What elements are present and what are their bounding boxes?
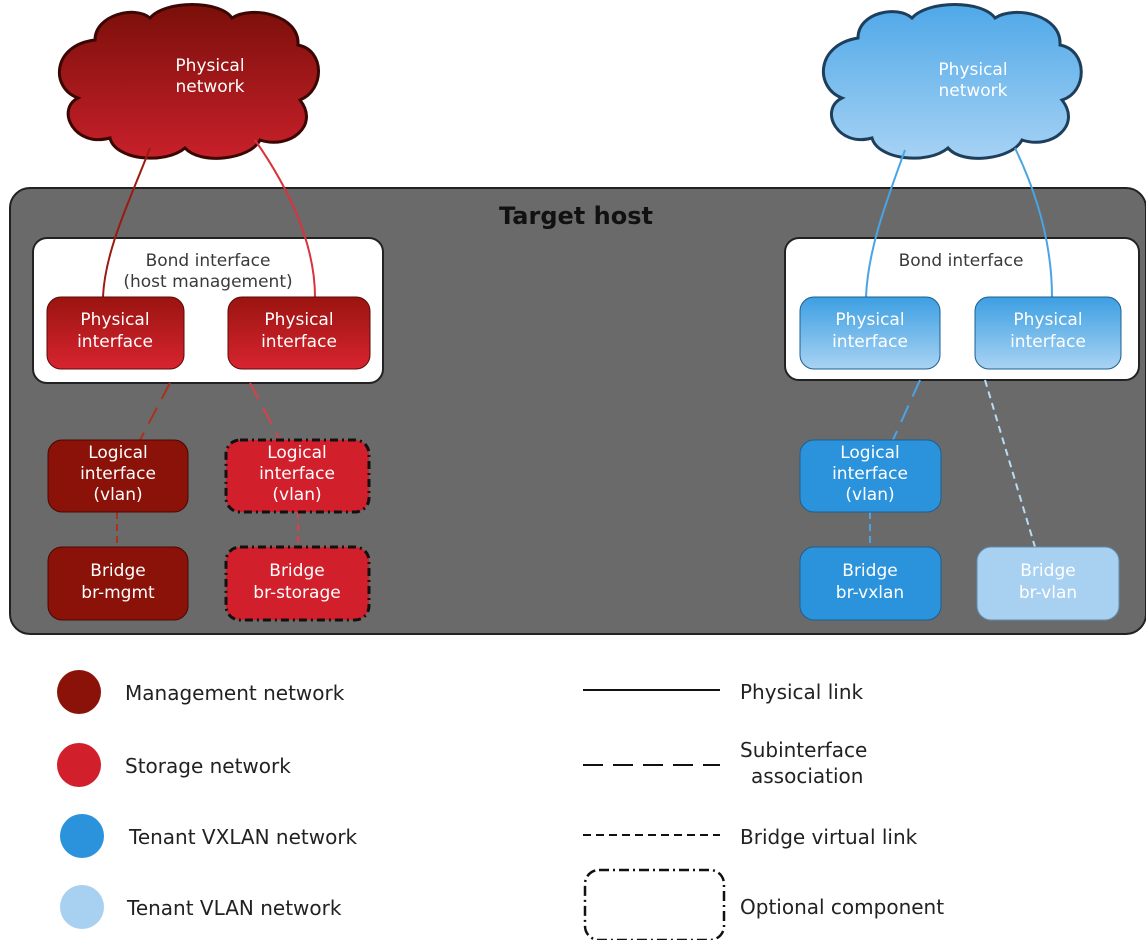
svg-text:br-vlan: br-vlan xyxy=(1019,583,1077,603)
legend-lines: Physical link Subinterface association B… xyxy=(583,680,944,940)
svg-text:interface: interface xyxy=(259,464,335,484)
svg-text:interface: interface xyxy=(261,332,337,352)
svg-text:br-mgmt: br-mgmt xyxy=(81,583,155,603)
svg-text:Bridge: Bridge xyxy=(1020,561,1075,581)
cloud-right-line2: network xyxy=(938,81,1007,101)
svg-text:Bridge: Bridge xyxy=(269,561,324,581)
bridge-br-vxlan: Bridge br-vxlan xyxy=(799,546,942,621)
legend-networks: Management network Storage network Tenan… xyxy=(57,670,358,929)
legend-subinterface-label-1: Subinterface xyxy=(740,738,867,762)
physical-links xyxy=(102,139,1053,298)
bridge-links xyxy=(116,379,1036,548)
svg-text:Bridge: Bridge xyxy=(90,561,145,581)
legend-management-label: Management network xyxy=(125,681,345,705)
svg-text:br-vxlan: br-vxlan xyxy=(836,583,904,603)
svg-text:Logical: Logical xyxy=(88,443,148,463)
bond-left-line1: Bond interface xyxy=(146,251,271,271)
svg-text:interface: interface xyxy=(1010,332,1086,352)
legend-swatch-storage xyxy=(57,743,101,787)
legend-swatch-vxlan xyxy=(60,814,104,858)
svg-text:Bridge: Bridge xyxy=(842,561,897,581)
svg-text:(vlan): (vlan) xyxy=(272,485,321,505)
physical-interface-left-2: Physical interface xyxy=(227,296,371,370)
legend-storage-label: Storage network xyxy=(125,754,291,778)
bridge-br-storage: Bridge br-storage xyxy=(224,545,371,622)
svg-text:interface: interface xyxy=(80,464,156,484)
physical-interface-right-1: Physical interface xyxy=(799,296,941,370)
bridge-br-mgmt: Bridge br-mgmt xyxy=(47,546,189,621)
legend-optional-shape xyxy=(583,868,726,940)
svg-text:Logical: Logical xyxy=(840,443,900,463)
svg-text:Logical: Logical xyxy=(267,443,327,463)
subinterface-links xyxy=(139,379,921,441)
legend-subinterface-label-2: association xyxy=(751,764,863,788)
target-host-title: Target host xyxy=(499,202,653,230)
subinterface-link-storage xyxy=(249,382,281,441)
physical-link-left-2 xyxy=(254,139,316,298)
cloud-left-line2: network xyxy=(175,77,244,97)
legend-physical-label: Physical link xyxy=(740,680,864,704)
legend-swatch-vlan xyxy=(60,885,104,929)
svg-text:Physical: Physical xyxy=(80,310,149,330)
svg-text:Physical: Physical xyxy=(1013,310,1082,330)
subinterface-link-mgmt xyxy=(139,382,171,441)
physical-network-cloud-left: Physical network xyxy=(57,3,320,160)
physical-interface-left-1: Physical interface xyxy=(46,296,185,370)
svg-text:interface: interface xyxy=(832,464,908,484)
legend-swatch-management xyxy=(57,670,101,714)
cloud-left-line1: Physical xyxy=(175,56,244,76)
physical-link-right-1 xyxy=(865,149,906,298)
svg-text:interface: interface xyxy=(832,332,908,352)
svg-text:interface: interface xyxy=(77,332,153,352)
bond-right-line1: Bond interface xyxy=(899,251,1024,271)
legend-optional-label: Optional component xyxy=(740,895,944,919)
svg-text:Physical: Physical xyxy=(264,310,333,330)
legend-vxlan-label: Tenant VXLAN network xyxy=(128,825,358,849)
svg-text:(vlan): (vlan) xyxy=(845,485,894,505)
physical-link-left-1 xyxy=(102,147,151,298)
logical-interface-vxlan: Logical interface (vlan) xyxy=(799,439,942,513)
logical-interface-mgmt: Logical interface (vlan) xyxy=(47,439,189,513)
legend-vlan-label: Tenant VLAN network xyxy=(126,896,342,920)
legend-bridge-label: Bridge virtual link xyxy=(740,825,918,849)
bond-left-line2: (host management) xyxy=(123,272,292,292)
bridge-br-vlan: Bridge br-vlan xyxy=(976,546,1120,621)
physical-interface-right-2: Physical interface xyxy=(974,296,1122,370)
subinterface-link-vxlan xyxy=(892,379,921,441)
cloud-right-line1: Physical xyxy=(938,60,1007,80)
physical-link-right-2 xyxy=(1014,147,1053,298)
bridge-link-vlan xyxy=(984,379,1036,548)
physical-network-cloud-right: Physical network xyxy=(821,3,1083,160)
svg-text:Physical: Physical xyxy=(835,310,904,330)
svg-text:br-storage: br-storage xyxy=(253,583,340,603)
logical-interface-storage: Logical interface (vlan) xyxy=(224,438,371,514)
svg-text:(vlan): (vlan) xyxy=(93,485,142,505)
